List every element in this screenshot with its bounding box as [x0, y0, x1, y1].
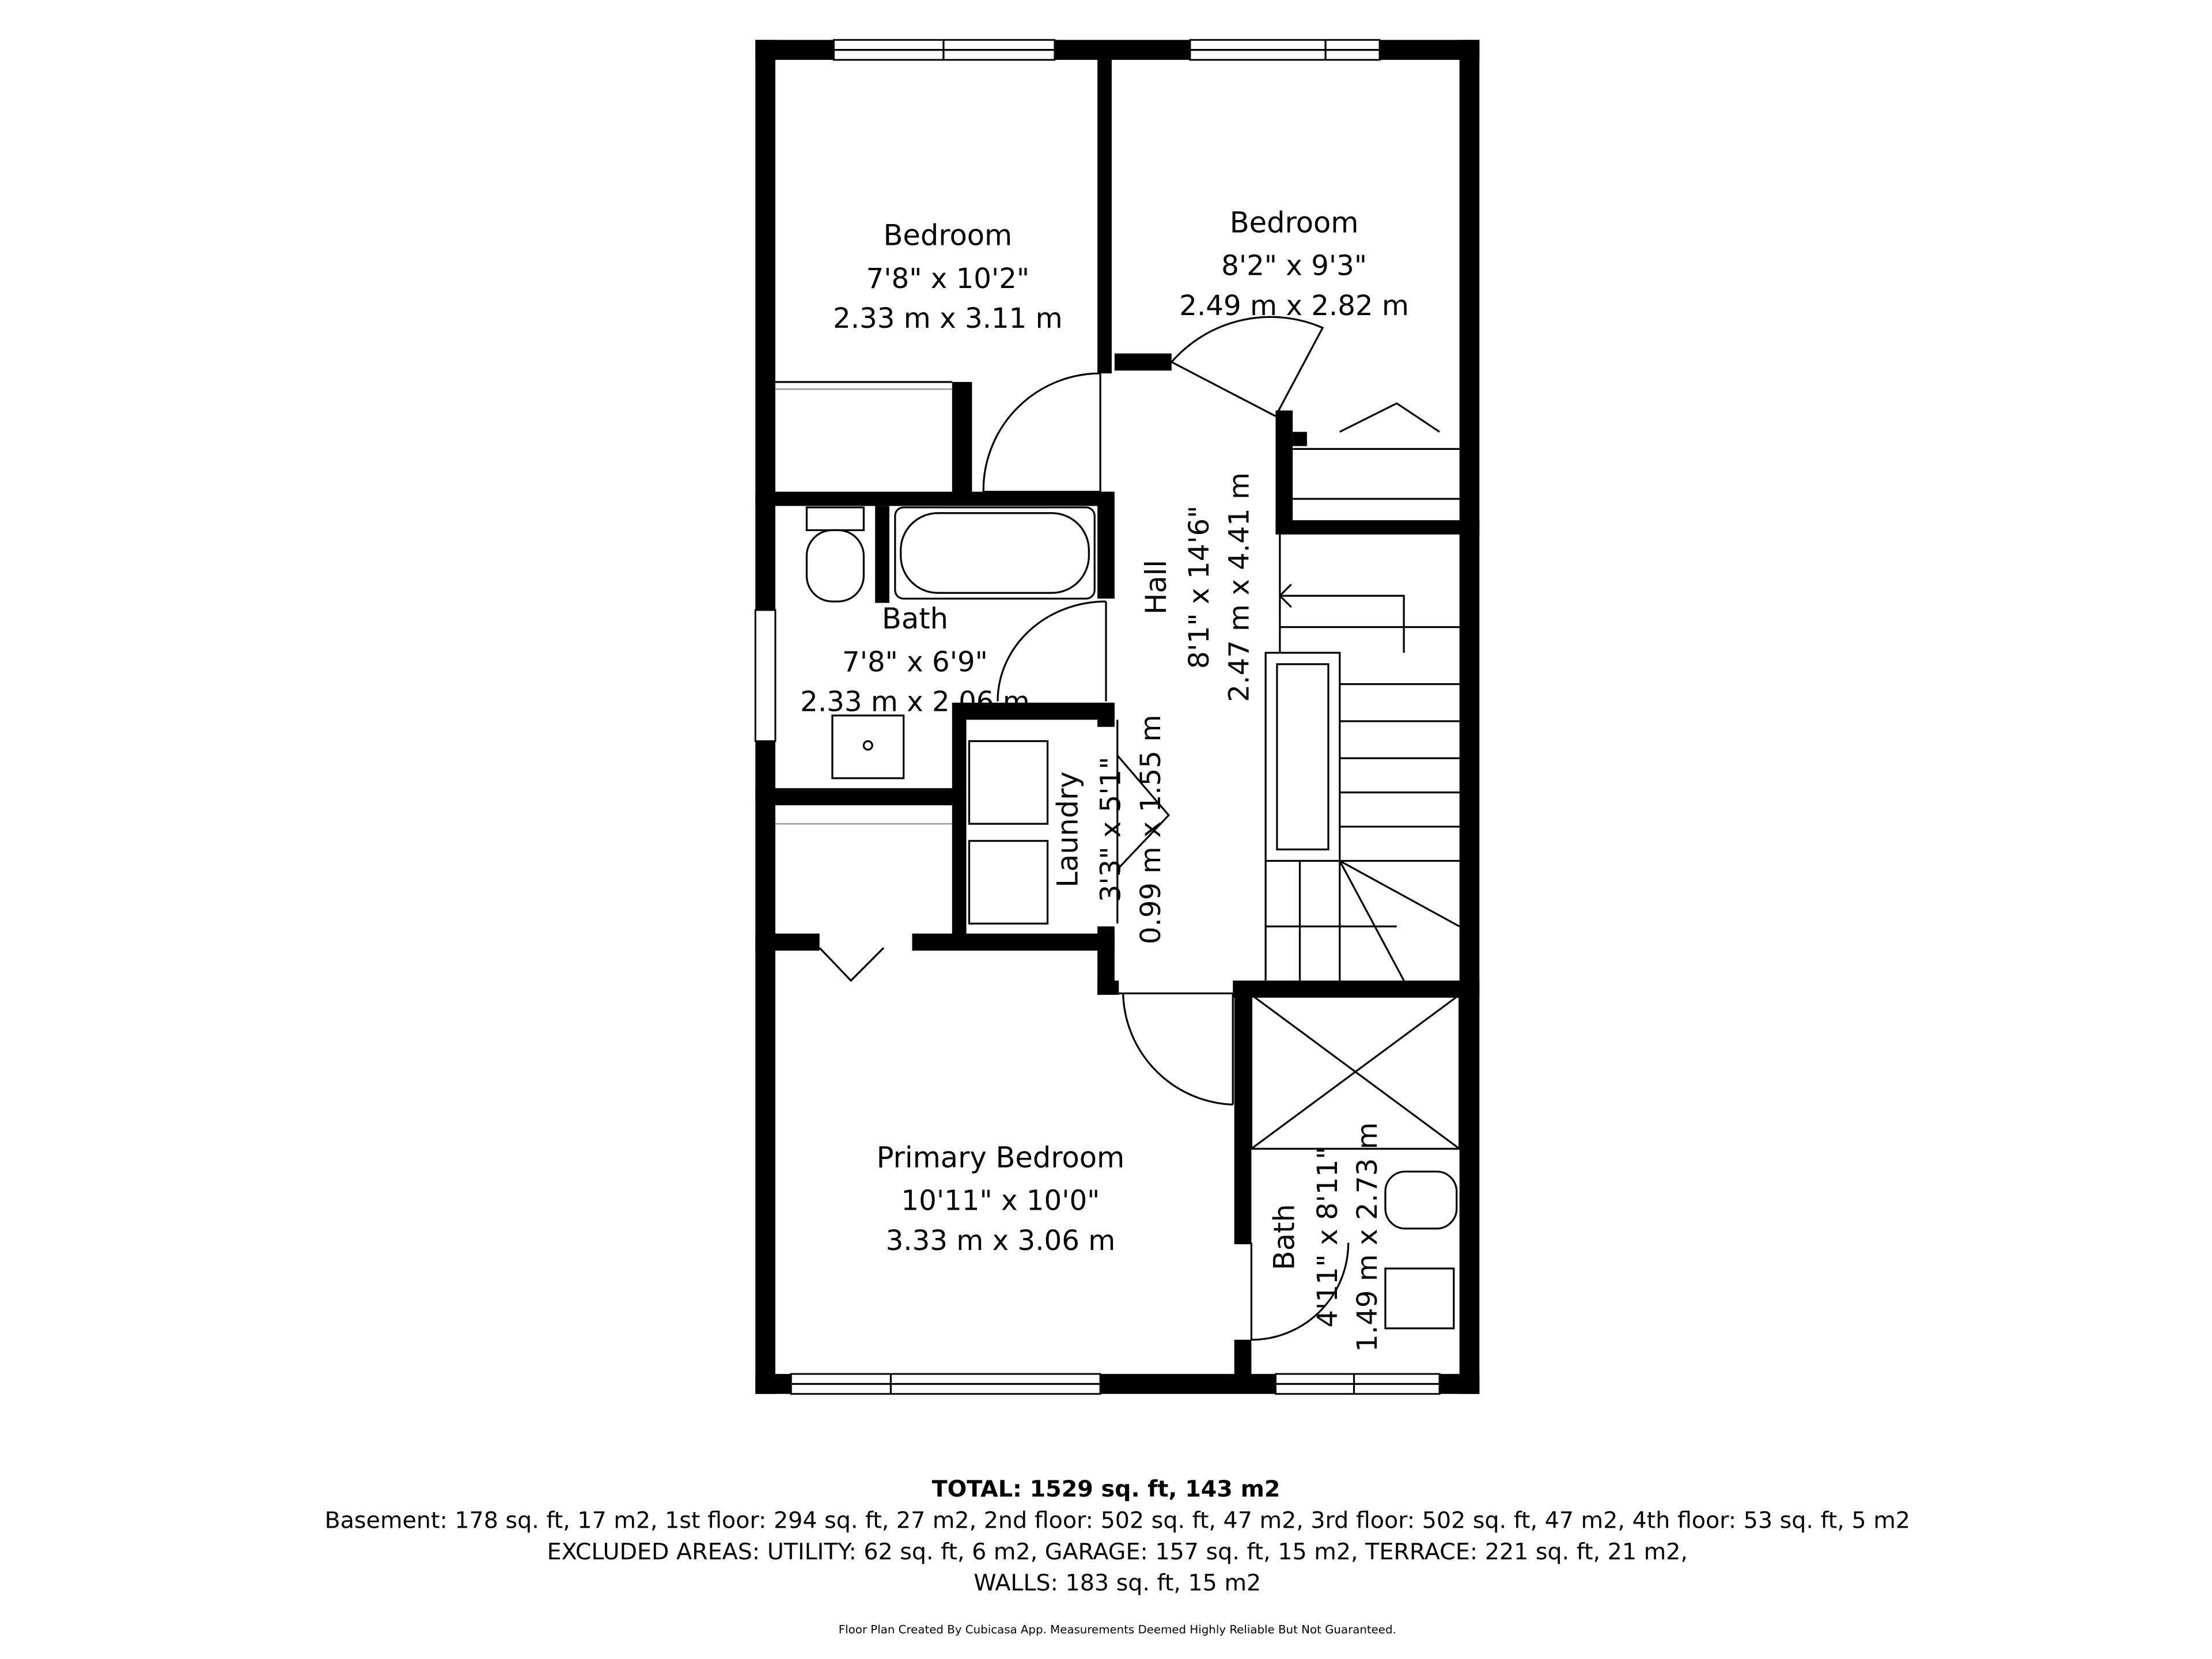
room-dimensions-metric: 2.33 m x 2.06 m [800, 686, 1030, 718]
room-dimensions-imperial: 8'2" x 9'3" [1221, 250, 1367, 282]
room-hall: Hall 8'1" x 14'6" 2.47 m x 4.41 m [1139, 472, 1256, 702]
room-name: Bedroom [1230, 206, 1359, 239]
room-name: Laundry [1051, 771, 1085, 888]
room-dimensions-imperial: 7'8" x 6'9" [842, 646, 988, 678]
room-dimensions-metric: 2.49 m x 2.82 m [1179, 290, 1409, 322]
room-name: Hall [1139, 560, 1173, 615]
room-dimensions-imperial: 10'11" x 10'0" [901, 1185, 1100, 1217]
fixtures-and-doors [775, 316, 1461, 1341]
room-dimensions-imperial: 4'11" x 8'11" [1312, 1147, 1344, 1328]
room-name: Bath [882, 602, 948, 635]
room-bath-2: Bath 4'11" x 8'11" 1.49 m x 2.73 m [1268, 1122, 1384, 1352]
room-name: Primary Bedroom [877, 1141, 1125, 1174]
area-summary: TOTAL: 1529 sq. ft, 143 m2 Basement: 178… [325, 1476, 1910, 1637]
room-primary-bedroom: Primary Bedroom 10'11" x 10'0" 3.33 m x … [877, 1141, 1125, 1257]
room-dimensions-imperial: 3'3" x 5'1" [1095, 757, 1127, 903]
floor-areas: Basement: 178 sq. ft, 17 m2, 1st floor: … [325, 1507, 1910, 1533]
walls-area: WALLS: 183 sq. ft, 15 m2 [974, 1570, 1261, 1596]
room-bedroom-1: Bedroom 7'8" x 10'2" 2.33 m x 3.11 m [833, 219, 1063, 335]
room-dimensions-imperial: 8'1" x 14'6" [1183, 506, 1215, 669]
room-bath-1: Bath 7'8" x 6'9" 2.33 m x 2.06 m [800, 602, 1030, 718]
excluded-areas: EXCLUDED AREAS: UTILITY: 62 sq. ft, 6 m2… [547, 1539, 1688, 1565]
disclaimer: Floor Plan Created By Cubicasa App. Meas… [839, 1623, 1396, 1636]
room-dimensions-metric: 0.99 m x 1.55 m [1135, 715, 1167, 945]
room-name: Bedroom [883, 219, 1012, 252]
windows [754, 39, 1441, 1395]
total-area: TOTAL: 1529 sq. ft, 143 m2 [932, 1476, 1281, 1502]
room-name: Bath [1268, 1204, 1301, 1270]
room-dimensions-imperial: 7'8" x 10'2" [866, 263, 1030, 295]
room-dimensions-metric: 3.33 m x 3.06 m [886, 1225, 1116, 1257]
room-laundry: Laundry 3'3" x 5'1" 0.99 m x 1.55 m [1051, 715, 1168, 945]
room-dimensions-metric: 1.49 m x 2.73 m [1351, 1122, 1384, 1352]
staircase [1264, 534, 1460, 982]
room-dimensions-metric: 2.33 m x 3.11 m [833, 302, 1063, 335]
room-bedroom-2: Bedroom 8'2" x 9'3" 2.49 m x 2.82 m [1179, 206, 1409, 322]
room-dimensions-metric: 2.47 m x 4.41 m [1223, 472, 1255, 702]
